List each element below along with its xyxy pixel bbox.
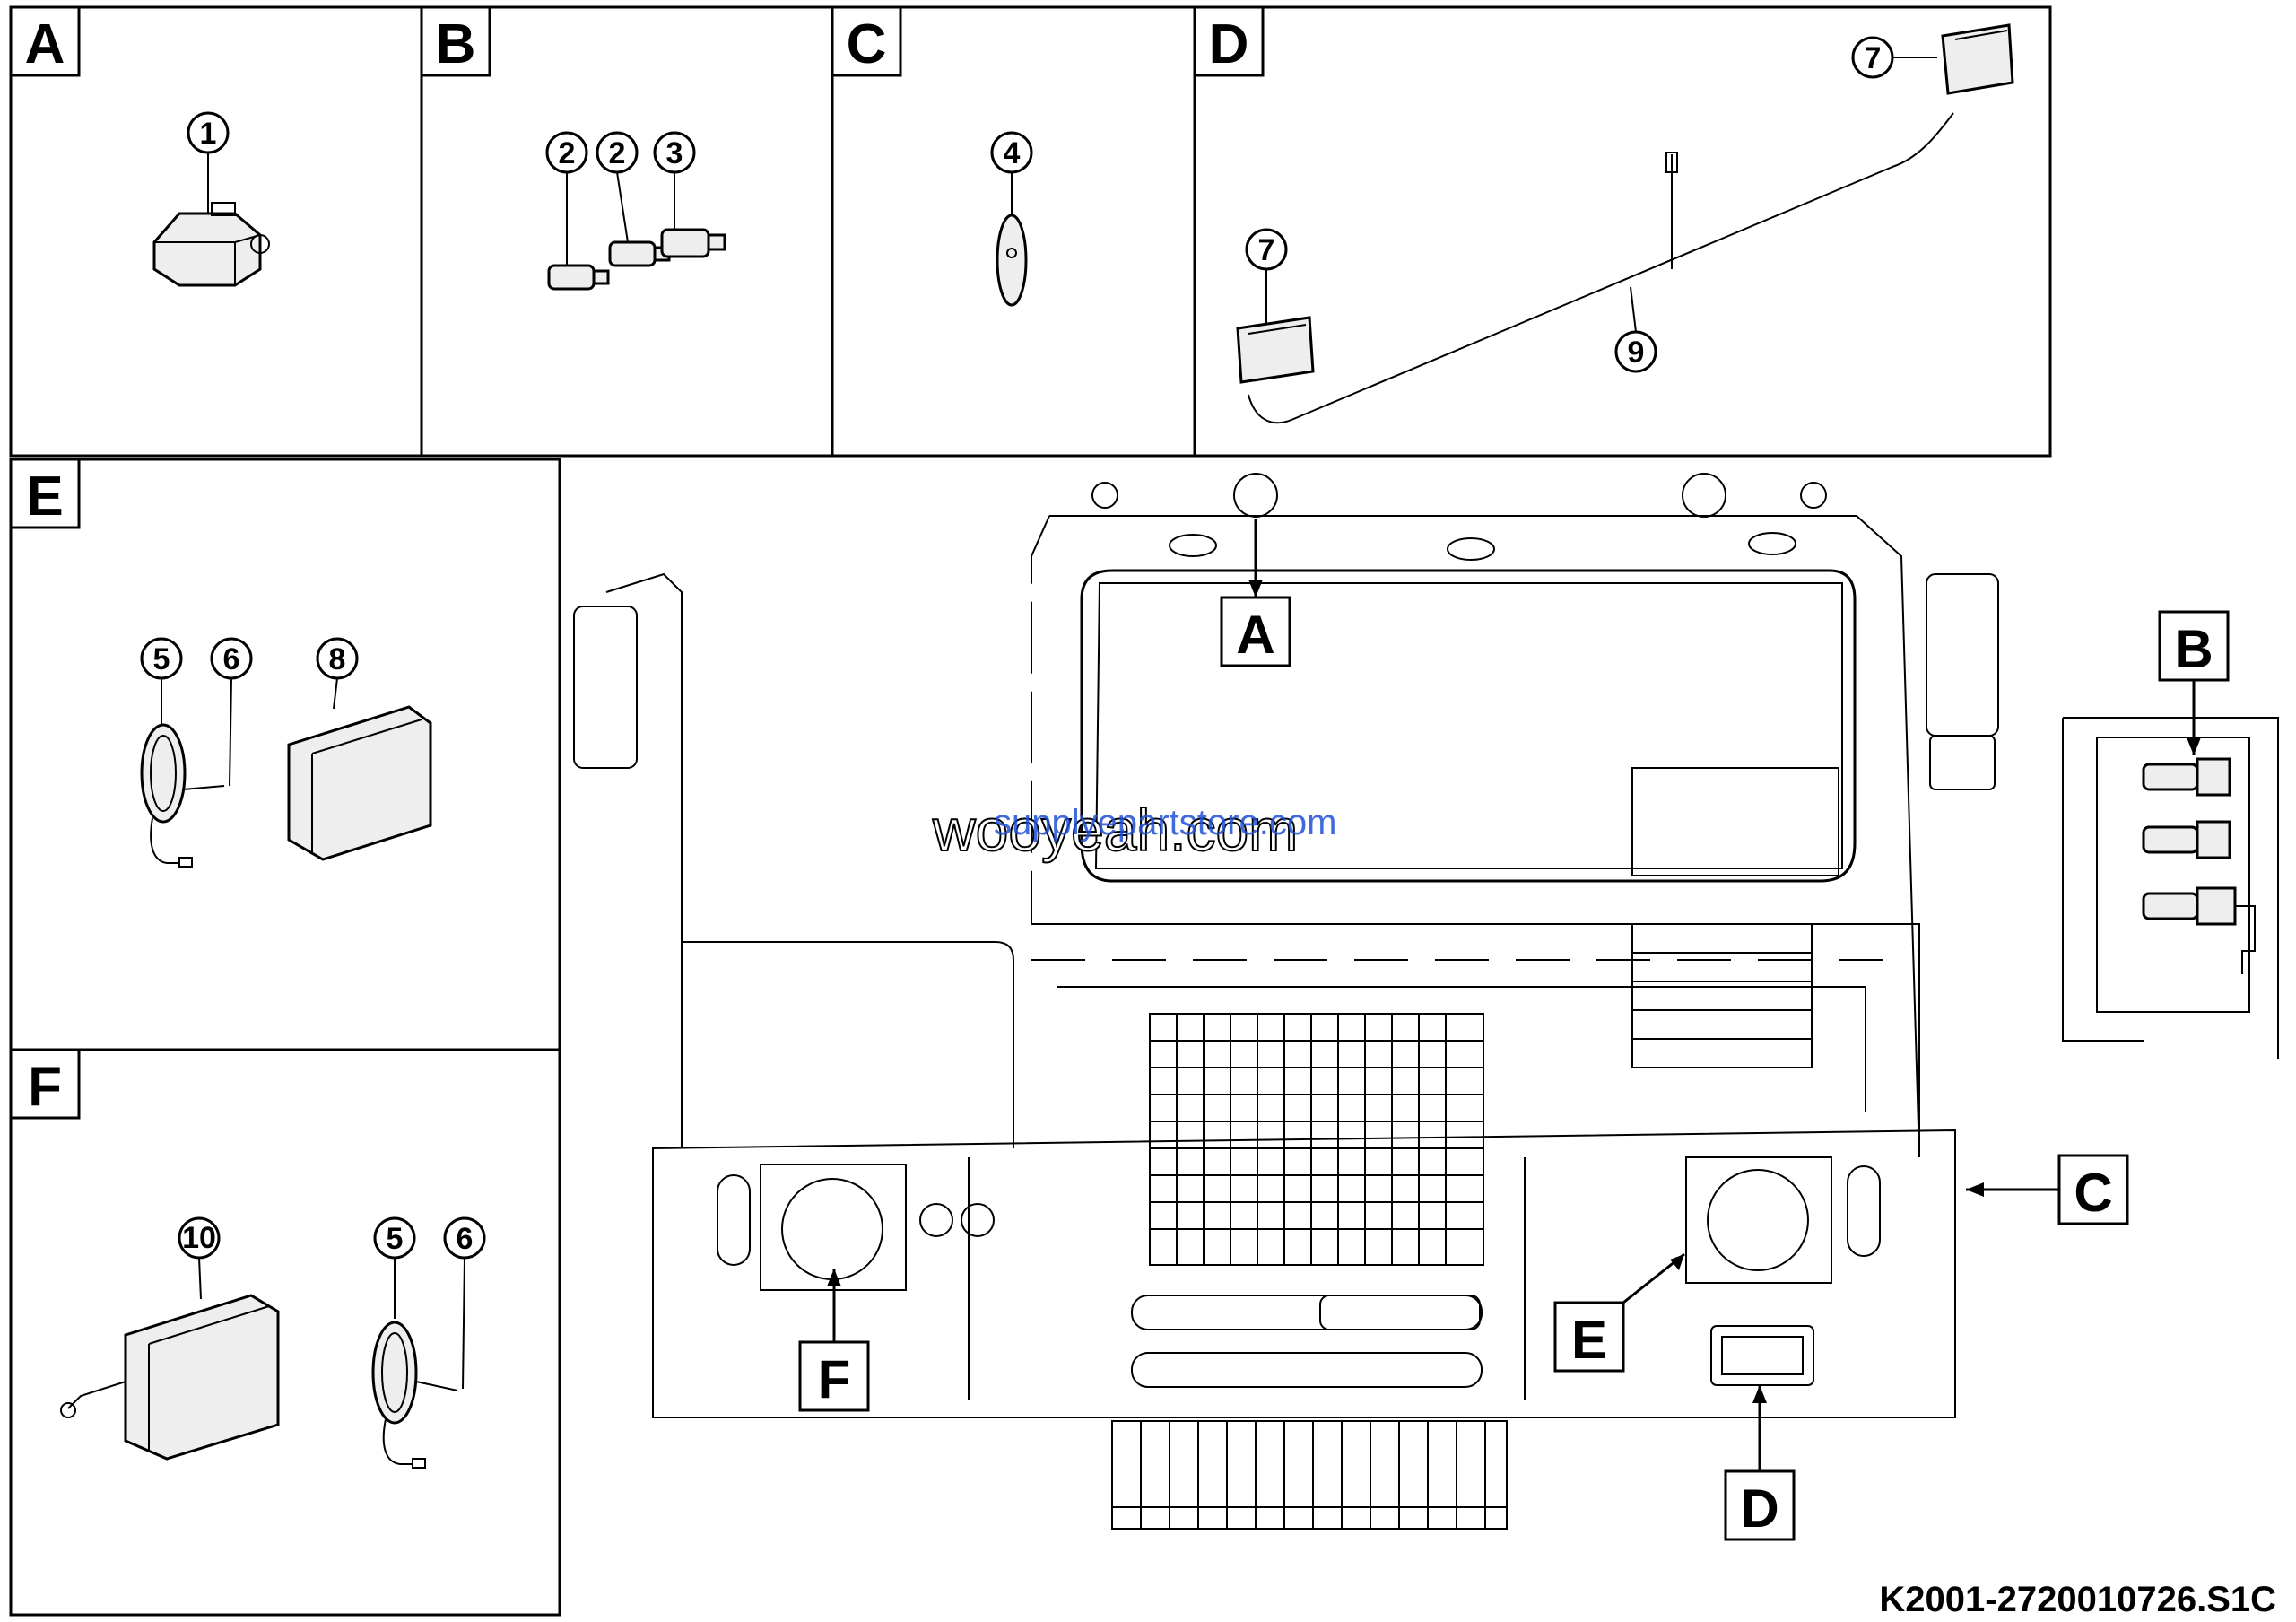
drawing-code: K2001-2720010726.S1C — [1879, 1580, 2276, 1619]
svg-text:C: C — [2074, 1163, 2112, 1223]
callout-10: 10 — [178, 1216, 221, 1300]
main-label-d: D — [1724, 1385, 1796, 1541]
cab-front-drawing — [573, 473, 2279, 1530]
panel-c-label: C — [847, 13, 887, 75]
main-label-b: B — [2158, 610, 2230, 755]
svg-text:6: 6 — [457, 1222, 474, 1256]
svg-text:2: 2 — [559, 136, 576, 170]
panel-b-label: B — [436, 13, 476, 75]
callout-7-left: 7 — [1245, 228, 1288, 325]
panel-b: B 2 2 3 — [420, 5, 834, 458]
callout-8: 8 — [316, 637, 359, 710]
side-marker-lamp-icon — [996, 214, 1028, 307]
svg-text:2: 2 — [609, 136, 626, 170]
callout-6-f: 6 — [443, 1216, 486, 1390]
main-label-f: F — [798, 1269, 870, 1412]
callout-5-f: 5 — [373, 1216, 416, 1319]
panel-e: E 5 6 8 — [9, 458, 561, 1051]
svg-text:7: 7 — [1258, 233, 1275, 267]
panel-d: D 7 7 9 — [1193, 5, 2052, 458]
svg-text:10: 10 — [182, 1221, 216, 1255]
svg-text:A: A — [1236, 605, 1274, 665]
main-label-a: A — [1220, 519, 1292, 667]
svg-text:5: 5 — [387, 1222, 404, 1256]
callout-6-e: 6 — [210, 637, 253, 787]
svg-text:8: 8 — [329, 642, 346, 676]
callout-2a: 2 — [545, 131, 588, 266]
svg-text:F: F — [818, 1349, 851, 1409]
svg-text:6: 6 — [223, 642, 240, 676]
callout-3: 3 — [653, 131, 696, 230]
callout-5-e: 5 — [140, 637, 183, 725]
lamp-gasket-f-icon — [371, 1321, 458, 1469]
wiring-harness — [1248, 112, 1954, 424]
svg-text:9: 9 — [1628, 336, 1645, 370]
head-lamp-icon — [287, 705, 432, 861]
svg-text:7: 7 — [1865, 41, 1882, 75]
svg-text:D: D — [1740, 1478, 1779, 1539]
panel-a: A 1 — [9, 5, 423, 458]
watermark-secondary: supplyepartstore.com — [994, 803, 1336, 842]
watermark-primary: wooyeah.com — [932, 797, 1298, 863]
panel-c: C 4 — [831, 5, 1196, 458]
callout-4: 4 — [990, 131, 1033, 215]
main-label-e: E — [1553, 1252, 1685, 1373]
panel-e-label: E — [26, 466, 63, 528]
callout-2b: 2 — [596, 131, 639, 243]
callout-9: 9 — [1614, 286, 1657, 373]
panel-f: F 10 5 6 — [9, 1048, 561, 1617]
work-lamp-left-icon — [1236, 316, 1315, 384]
svg-text:4: 4 — [1004, 136, 1021, 170]
panel-f-label: F — [28, 1056, 62, 1118]
head-lamp-f-icon — [60, 1294, 280, 1461]
main-label-c: C — [1966, 1154, 2129, 1225]
callout-1: 1 — [187, 111, 230, 214]
relay-part-icon — [152, 202, 270, 287]
lamp-gasket-icon — [140, 723, 225, 868]
svg-text:B: B — [2174, 619, 2213, 679]
panel-a-label: A — [25, 13, 65, 75]
work-lamp-top-icon — [1941, 23, 2014, 95]
pressure-switch-icon — [547, 228, 726, 291]
inset-switch-icons — [2142, 757, 2256, 974]
svg-text:3: 3 — [666, 136, 683, 170]
callout-7-top: 7 — [1851, 36, 1937, 79]
svg-text:5: 5 — [153, 642, 170, 676]
svg-text:E: E — [1571, 1310, 1607, 1370]
panel-d-label: D — [1209, 13, 1249, 75]
svg-text:1: 1 — [200, 117, 217, 151]
